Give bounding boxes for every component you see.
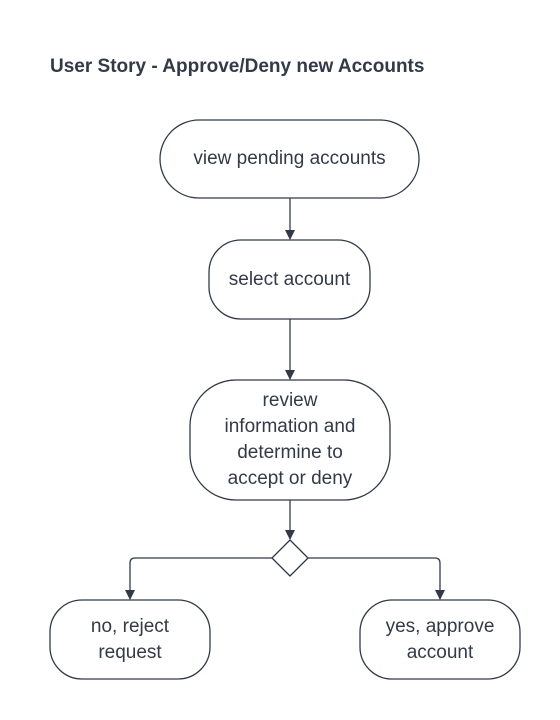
diagram-title: User Story - Approve/Deny new Accounts	[50, 56, 425, 77]
node-shape-approve[interactable]	[359, 599, 521, 680]
node-review-information[interactable]: review information and determine to acce…	[190, 380, 390, 500]
node-view-pending-accounts[interactable]: view pending accounts	[160, 120, 419, 198]
node-select-account[interactable]: select account	[209, 240, 370, 319]
node-label-review: review information and determine to acce…	[224, 390, 356, 489]
node-approve-account[interactable]: yes, approve account	[360, 600, 520, 679]
node-label-select: select account	[228, 268, 351, 290]
node-label-approve: yes, approve account	[385, 615, 495, 663]
node-label-view: view pending accounts	[193, 148, 386, 169]
node-label-reject: no, reject request	[90, 615, 170, 663]
edge-decision-to-approve	[308, 557, 445, 600]
node-reject-request[interactable]: no, reject request	[50, 600, 210, 679]
node-shape-reject[interactable]	[49, 599, 211, 680]
edge-decision-to-reject	[125, 557, 272, 600]
decision-diamond[interactable]	[271, 539, 309, 577]
